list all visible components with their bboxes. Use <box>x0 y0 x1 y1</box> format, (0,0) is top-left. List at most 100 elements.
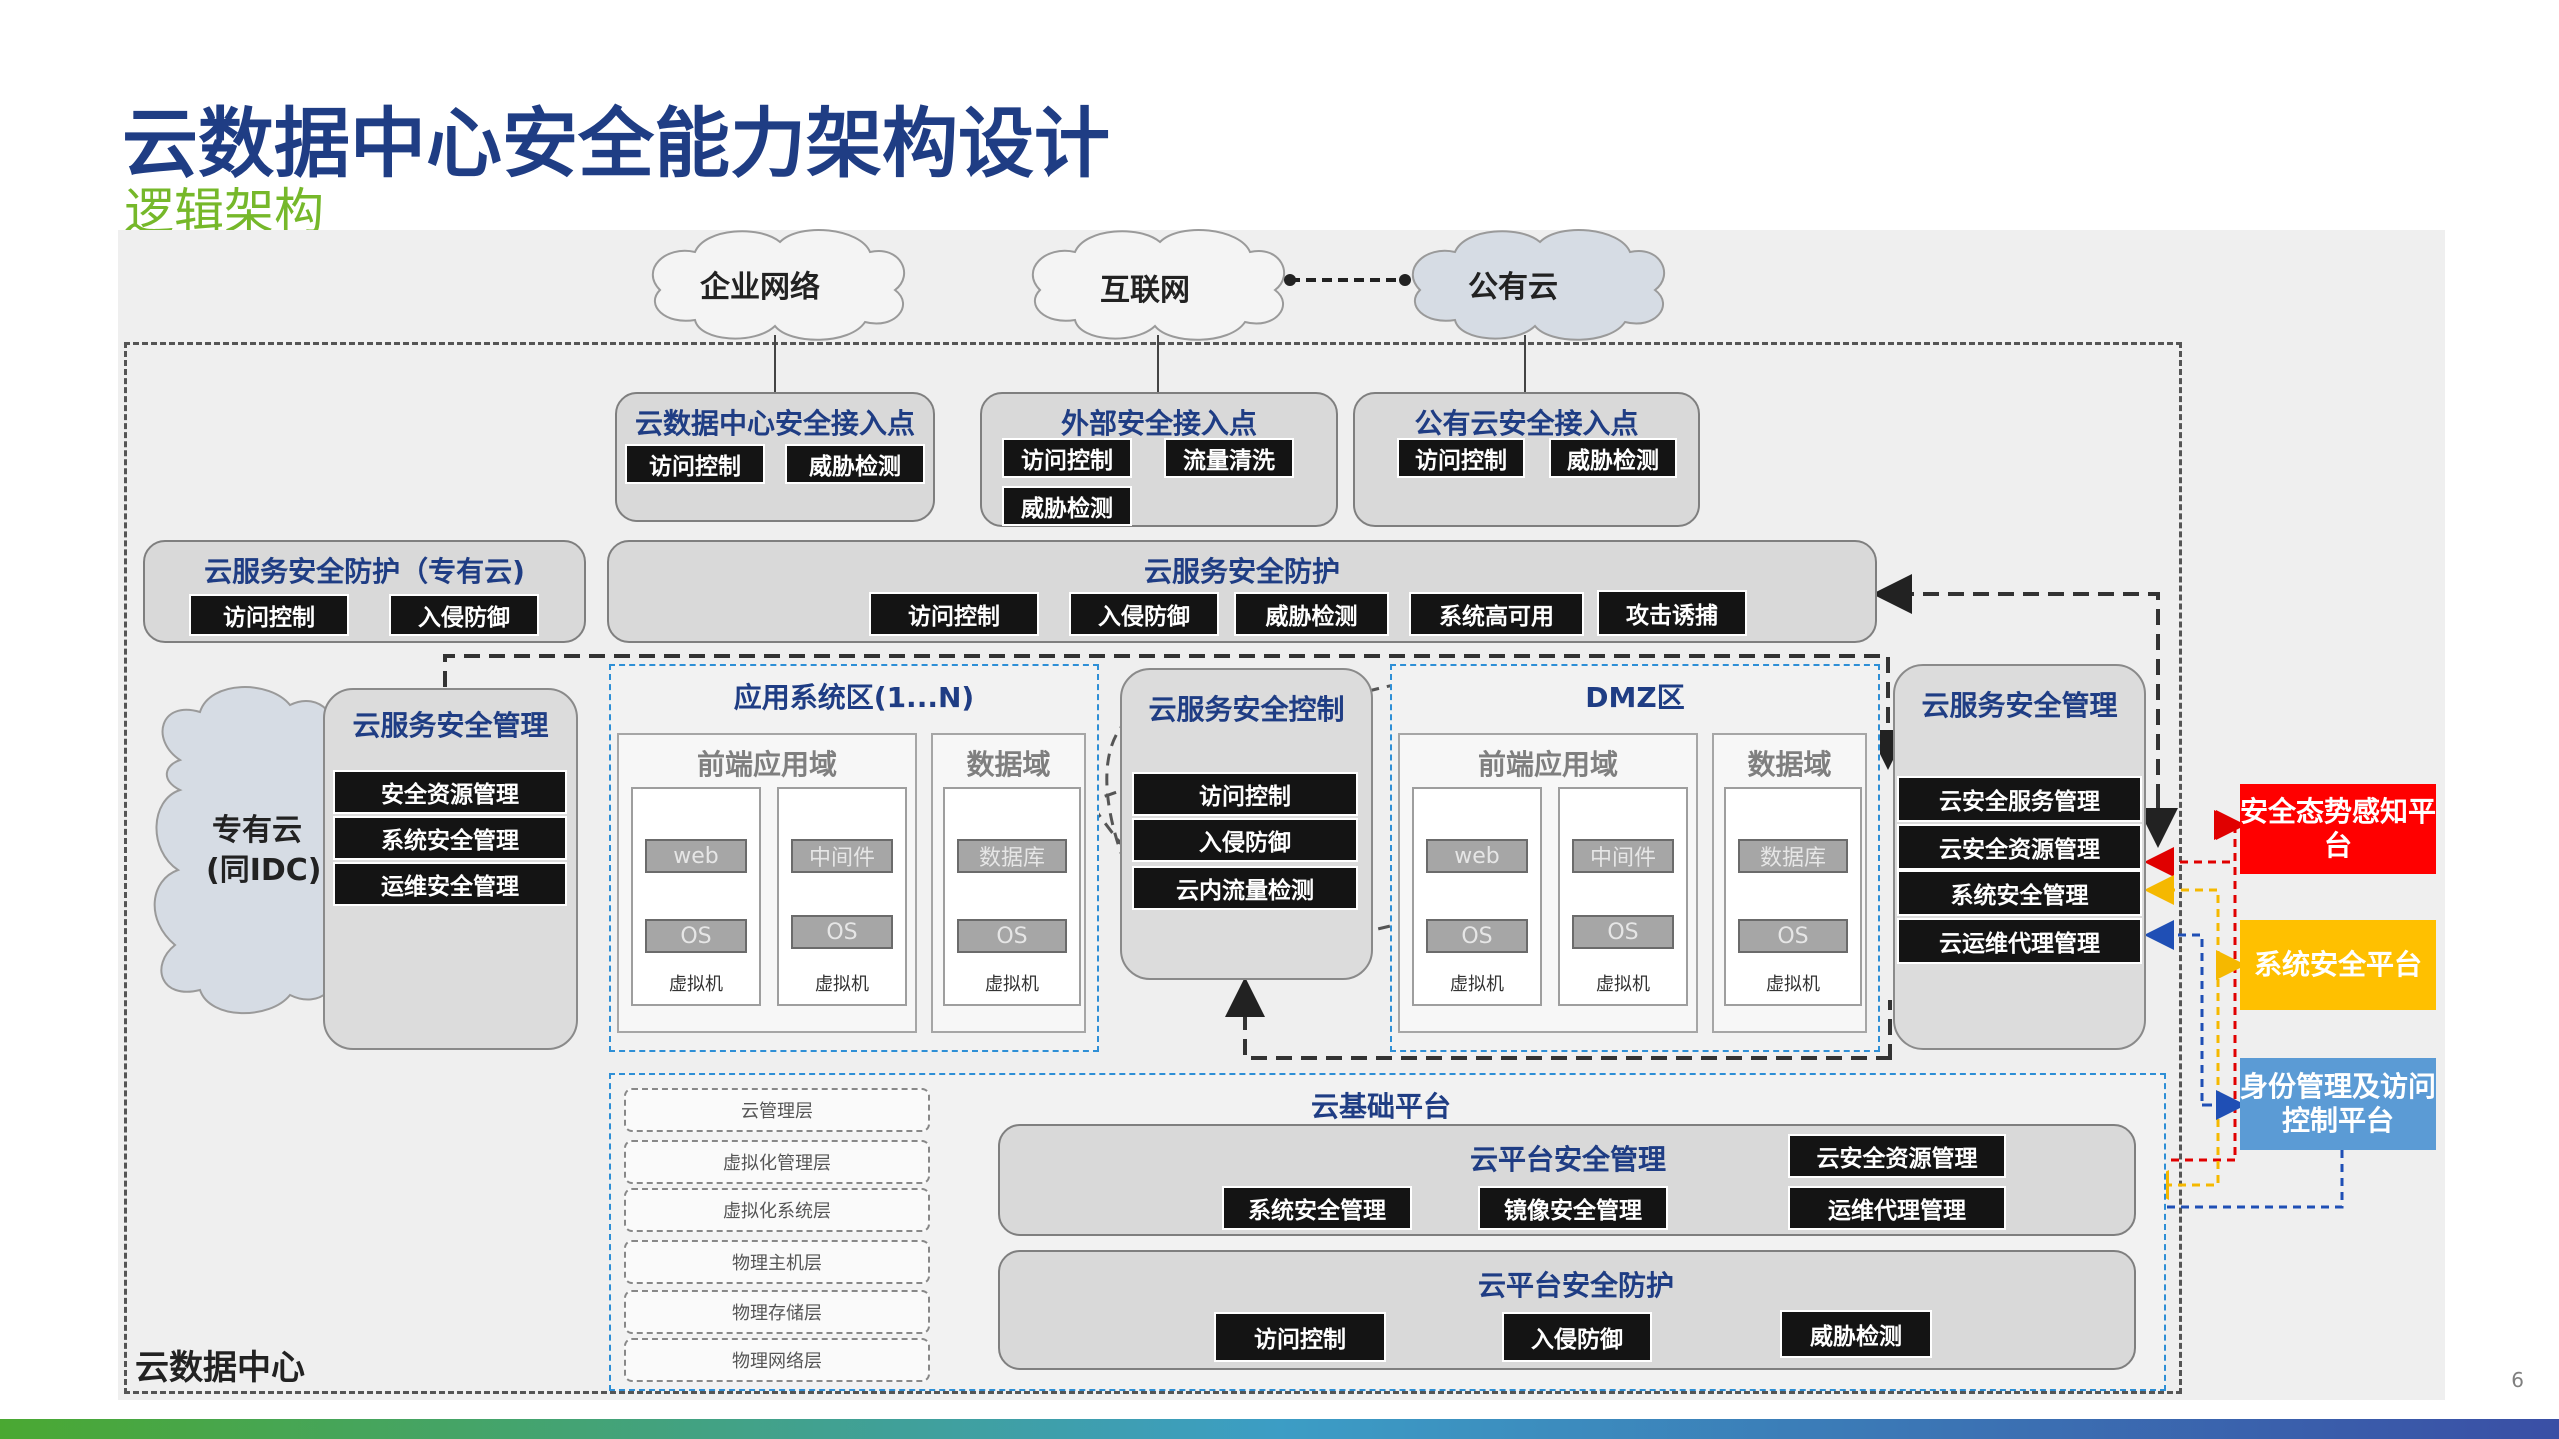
service-access-control: 访问控制 <box>869 592 1039 636</box>
right-system-management: 系统安全管理 <box>1897 870 2142 916</box>
system-security-platform: 系统安全平台 <box>2240 920 2436 1010</box>
platform-system-management: 系统安全管理 <box>1222 1186 1412 1230</box>
app-frontend-title: 前端应用域 <box>696 748 837 781</box>
situation-awareness-platform: 安全态势感知平台 <box>2240 784 2436 874</box>
app-web-vm-name: 虚拟机 <box>669 974 723 995</box>
service-control-title: 云服务安全控制 <box>1148 693 1345 726</box>
service-protection: 云服务安全防护 访问控制 入侵防御 威胁检测 系统高可用 攻击诱捕 <box>607 540 1877 643</box>
platform-image-management: 镜像安全管理 <box>1478 1186 1668 1230</box>
right-ops-proxy-management: 云运维代理管理 <box>1897 918 2142 964</box>
dmz-web-tag: web <box>1426 839 1528 873</box>
private-service-protection: 云服务安全防护（专有云) 访问控制 入侵防御 <box>143 540 586 643</box>
service-high-availability: 系统高可用 <box>1409 592 1584 636</box>
platform-resource-management: 云安全资源管理 <box>1788 1134 2006 1178</box>
dmz-zone: DMZ区 前端应用域 web OS 虚拟机 中间件 OS 虚拟机 数据域 数据库… <box>1390 664 1880 1052</box>
platform-security-protection: 云平台安全防护 访问控制 入侵防御 威胁检测 <box>998 1250 2136 1370</box>
dmz-frontend-title: 前端应用域 <box>1477 748 1618 781</box>
app-database-vm-name: 虚拟机 <box>985 974 1039 995</box>
dmz-database-tag: 数据库 <box>1738 839 1848 873</box>
dmz-database-os: OS <box>1738 919 1848 953</box>
private-service-protection-title: 云服务安全防护（专有云) <box>204 555 525 588</box>
dmz-vm-web: web OS 虚拟机 <box>1412 787 1542 1006</box>
layer-cloud-management: 云管理层 <box>624 1088 930 1132</box>
left-system-management: 系统安全管理 <box>333 816 567 860</box>
right-cloud-service-management: 云安全服务管理 <box>1897 776 2142 822</box>
app-middleware-os: OS <box>791 915 893 949</box>
app-data-title: 数据域 <box>966 748 1051 781</box>
dc-threat-detection: 威胁检测 <box>785 444 925 484</box>
dmz-web-vm-name: 虚拟机 <box>1450 974 1504 995</box>
cloud-private-label-2: (同IDC) <box>206 853 322 888</box>
app-database-tag: 数据库 <box>957 839 1067 873</box>
left-resource-management: 安全资源管理 <box>333 770 567 814</box>
dmz-data-title: 数据域 <box>1747 748 1832 781</box>
dmz-web-os: OS <box>1426 919 1528 953</box>
service-security-control: 云服务安全控制 访问控制 入侵防御 云内流量检测 <box>1120 668 1373 980</box>
private-intrusion-prevention: 入侵防御 <box>389 594 539 636</box>
public-threat-detection: 威胁检测 <box>1549 438 1677 478</box>
cloud-shapes <box>153 229 1666 1015</box>
left-ops-management: 运维安全管理 <box>333 862 567 906</box>
app-vm-database: 数据库 OS 虚拟机 <box>943 787 1081 1006</box>
app-web-os: OS <box>645 919 747 953</box>
service-threat-detection: 威胁检测 <box>1234 592 1389 636</box>
right-service-management-title: 云服务安全管理 <box>1921 689 2118 722</box>
app-database-os: OS <box>957 919 1067 953</box>
dmz-zone-title: DMZ区 <box>1585 681 1685 714</box>
datacenter-label: 云数据中心 <box>135 1348 305 1388</box>
dmz-middleware-os: OS <box>1572 915 1674 949</box>
external-access-point: 外部安全接入点 访问控制 流量清洗 威胁检测 <box>980 392 1338 527</box>
app-web-tag: web <box>645 839 747 873</box>
page-title: 云数据中心安全能力架构设计 <box>122 99 1110 188</box>
app-frontend-domain: 前端应用域 web OS 虚拟机 中间件 OS 虚拟机 <box>617 733 917 1033</box>
dc-access-point-title: 云数据中心安全接入点 <box>634 407 915 440</box>
datacenter-boundary <box>124 342 2182 1394</box>
dmz-data-domain: 数据域 数据库 OS 虚拟机 <box>1712 733 1867 1033</box>
private-access-control: 访问控制 <box>189 594 349 636</box>
service-attack-trapping: 攻击诱捕 <box>1597 590 1747 636</box>
page-number: 6 <box>2511 1368 2524 1392</box>
right-service-management: 云服务安全管理 云安全服务管理 云安全资源管理 系统安全管理 云运维代理管理 <box>1893 664 2146 1050</box>
layer-virtualization-system: 虚拟化系统层 <box>624 1188 930 1232</box>
app-vm-web: web OS 虚拟机 <box>631 787 761 1006</box>
external-threat-detection: 威胁检测 <box>1002 486 1132 526</box>
layer-physical-network: 物理网络层 <box>624 1338 930 1382</box>
dmz-frontend-domain: 前端应用域 web OS 虚拟机 中间件 OS 虚拟机 <box>1398 733 1698 1033</box>
cloud-internet-label: 互联网 <box>1100 273 1190 308</box>
platform-intrusion-prevention: 入侵防御 <box>1502 1312 1652 1362</box>
app-zone-title: 应用系统区(1...N) <box>733 681 975 714</box>
external-traffic-cleaning: 流量清洗 <box>1164 438 1294 478</box>
service-protection-title: 云服务安全防护 <box>1143 555 1340 588</box>
cloud-private-label-1: 专有云 <box>212 813 302 848</box>
platform-mgmt-title: 云平台安全管理 <box>1470 1143 1667 1176</box>
control-traffic-detection: 云内流量检测 <box>1132 866 1358 910</box>
layer-physical-storage: 物理存储层 <box>624 1290 930 1334</box>
dmz-middleware-vm-name: 虚拟机 <box>1596 974 1650 995</box>
footer-bar <box>0 1419 2559 1439</box>
service-intrusion-prevention: 入侵防御 <box>1069 592 1219 636</box>
dmz-vm-database: 数据库 OS 虚拟机 <box>1724 787 1862 1006</box>
control-access-control: 访问控制 <box>1132 772 1358 816</box>
external-access-control: 访问控制 <box>1002 438 1132 478</box>
platform-access-control: 访问控制 <box>1214 1312 1386 1362</box>
platform-threat-detection: 威胁检测 <box>1780 1310 1932 1358</box>
app-middleware-vm-name: 虚拟机 <box>815 974 869 995</box>
layer-physical-host: 物理主机层 <box>624 1240 930 1284</box>
left-service-management: 云服务安全管理 安全资源管理 系统安全管理 运维安全管理 <box>323 688 578 1050</box>
cloud-public-label: 公有云 <box>1468 270 1558 305</box>
cloud-platform-title: 云基础平台 <box>1311 1090 1452 1123</box>
public-access-control: 访问控制 <box>1397 438 1525 478</box>
app-data-domain: 数据域 数据库 OS 虚拟机 <box>931 733 1086 1033</box>
public-access-point: 公有云安全接入点 访问控制 威胁检测 <box>1353 392 1700 527</box>
dmz-database-vm-name: 虚拟机 <box>1766 974 1820 995</box>
control-intrusion-prevention: 入侵防御 <box>1132 818 1358 862</box>
left-service-management-title: 云服务安全管理 <box>352 709 549 742</box>
layer-virtualization-management: 虚拟化管理层 <box>624 1140 930 1184</box>
platform-security-management: 云平台安全管理 系统安全管理 镜像安全管理 云安全资源管理 运维代理管理 <box>998 1124 2136 1236</box>
platform-protect-title: 云平台安全防护 <box>1478 1269 1675 1302</box>
platform-ops-proxy-management: 运维代理管理 <box>1788 1186 2006 1230</box>
external-access-point-title: 外部安全接入点 <box>1060 407 1257 440</box>
dc-access-point: 云数据中心安全接入点 访问控制 威胁检测 <box>615 392 935 522</box>
dmz-vm-middleware: 中间件 OS 虚拟机 <box>1558 787 1688 1006</box>
